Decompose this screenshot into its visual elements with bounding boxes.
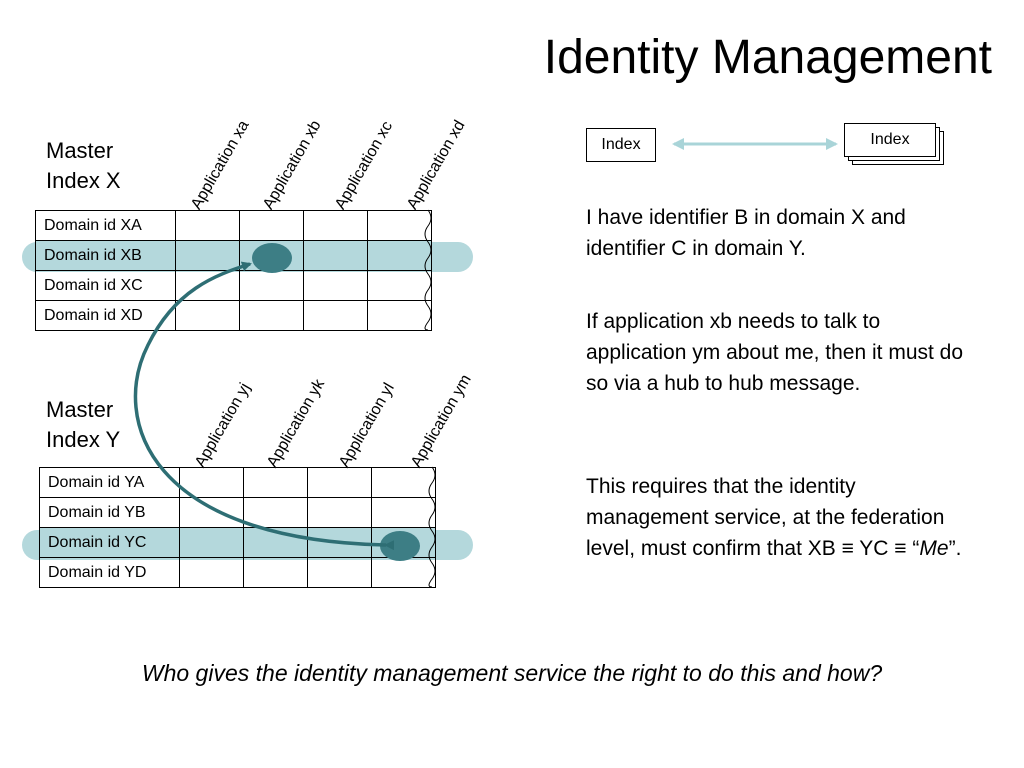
federation-text-end: ”. <box>948 537 962 560</box>
master-index-x-table: Domain id XA Domain id XB Domain id XC D… <box>35 210 432 331</box>
domain-id-yc: Domain id YC <box>39 527 180 558</box>
identity-link-arrow <box>133 261 395 551</box>
domain-id-yd: Domain id YD <box>39 557 180 588</box>
master-index-y-line1: Master <box>46 397 114 422</box>
federation-text: This requires that the identity manageme… <box>586 475 945 560</box>
master-index-y-label: Master Index Y <box>46 395 120 455</box>
index-box-right: Index <box>844 123 936 157</box>
domain-id-yb: Domain id YB <box>39 497 180 528</box>
domain-id-xd: Domain id XD <box>35 300 176 331</box>
master-index-x-line1: Master <box>46 138 114 163</box>
paragraph-identifiers: I have identifier B in domain X and iden… <box>586 206 906 260</box>
closing-question: Who gives the identity management servic… <box>141 660 883 686</box>
index-box-left: Index <box>586 128 656 162</box>
slide-title: Identity Management <box>543 31 992 84</box>
wavy-edge-table-x <box>424 209 432 331</box>
table-row: Domain id XA <box>35 210 432 241</box>
master-index-y-line2: Index Y <box>46 427 121 452</box>
paragraph-federation: This requires that the identity manageme… <box>586 471 976 564</box>
master-index-x-line2: Index X <box>46 168 121 193</box>
table-row-highlighted: Domain id XB <box>35 240 432 271</box>
domain-id-ya: Domain id YA <box>39 467 180 498</box>
master-index-x-label: Master Index X <box>46 136 121 196</box>
federation-emphasis: Me <box>919 537 949 560</box>
paragraph-hub-message: If application xb needs to talk to appli… <box>586 310 964 395</box>
table-row: Domain id YD <box>39 557 436 588</box>
wavy-edge-table-y <box>428 466 436 588</box>
